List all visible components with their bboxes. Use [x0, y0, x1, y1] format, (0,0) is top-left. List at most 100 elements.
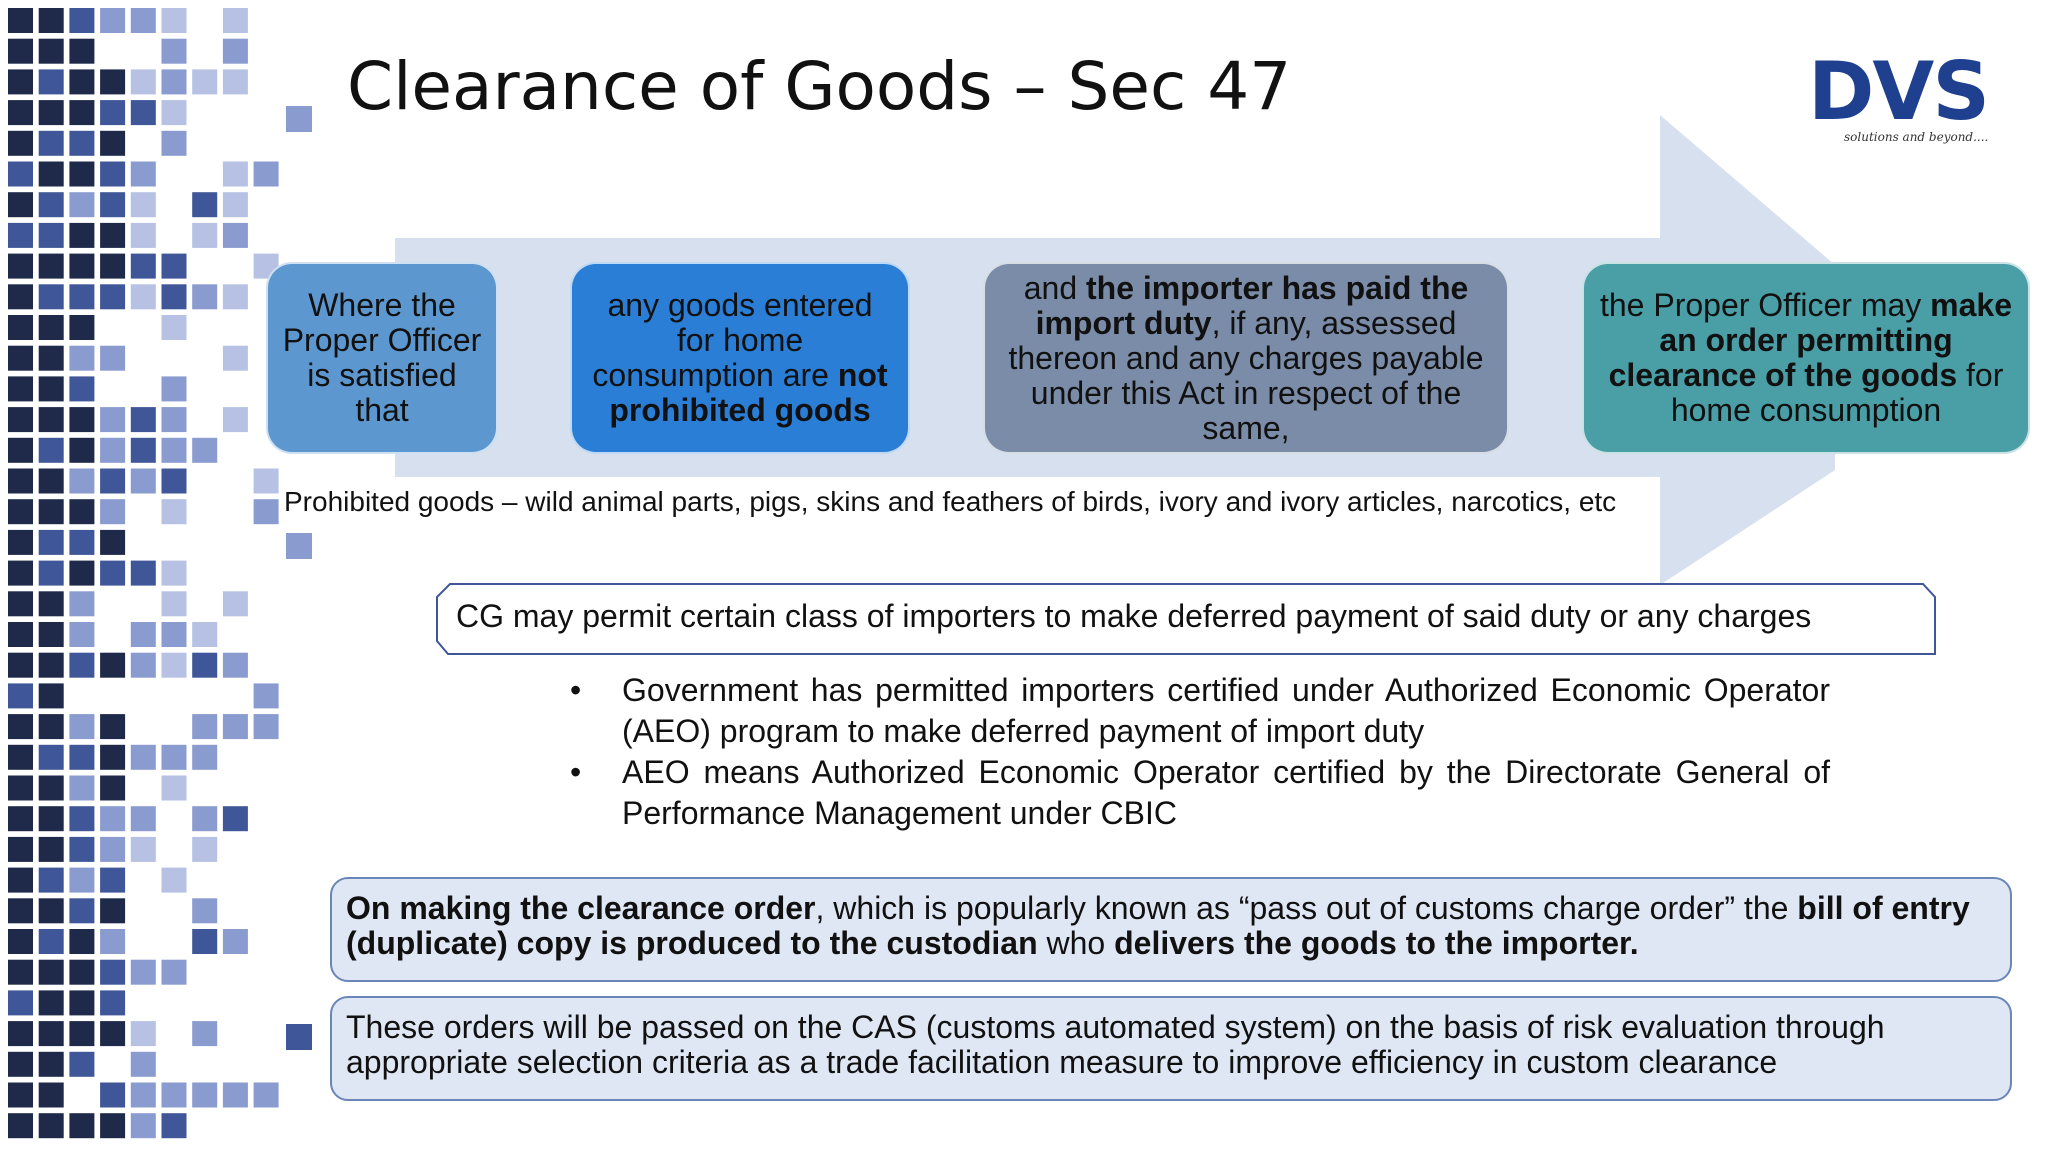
mosaic-square: [8, 929, 33, 954]
mosaic-square: [253, 161, 279, 187]
mosaic-square: [161, 775, 187, 801]
bullet-item-aeo-permitted: • Government has permitted importers cer…: [570, 670, 1830, 752]
mosaic-square: [38, 69, 64, 95]
mosaic-square: [161, 560, 187, 586]
mosaic-square: [8, 959, 33, 985]
mosaic-square: [100, 407, 126, 433]
mosaic-square: [130, 468, 156, 494]
mosaic-square: [100, 560, 126, 586]
mosaic-square: [38, 1051, 64, 1077]
mosaic-square: [222, 38, 248, 64]
mosaic-square: [69, 100, 95, 126]
mosaic-square: [38, 315, 64, 340]
mosaic-square: [8, 69, 33, 95]
mosaic-square: [100, 284, 126, 310]
flow-step-duty-post: , if any, assessed thereon and any charg…: [1008, 304, 1484, 446]
mosaic-square: [38, 652, 64, 678]
mosaic-square: [69, 8, 95, 33]
mosaic-square: [253, 683, 279, 709]
bullet-text: Government has permitted importers certi…: [622, 672, 1830, 749]
mosaic-square: [100, 990, 126, 1016]
bullet-item-aeo-definition: • AEO means Authorized Economic Operator…: [570, 752, 1830, 834]
cg-box-outline: [436, 583, 1936, 655]
logo-tagline: solutions and beyond....: [1844, 130, 1989, 144]
flow-step-duty: and the importer has paid the import dut…: [983, 262, 1509, 454]
mosaic-square: [100, 1113, 126, 1139]
mosaic-square: [8, 345, 33, 371]
flow-step-condition-text: Where the Proper Officer is satisfied th…: [282, 287, 482, 428]
mosaic-square: [161, 253, 187, 279]
mosaic-square: [38, 529, 64, 555]
mosaic-square: [8, 622, 33, 647]
mosaic-square: [69, 929, 95, 954]
mosaic-square: [38, 130, 64, 156]
mosaic-square: [8, 222, 33, 248]
flow-step-duty-text: and the importer has paid the import dut…: [999, 270, 1493, 446]
mosaic-square: [161, 100, 187, 126]
mosaic-square: [130, 192, 156, 218]
accent-square-top: [286, 106, 312, 132]
mosaic-square: [100, 130, 126, 156]
mosaic-square: [38, 591, 64, 617]
mosaic-square: [69, 529, 95, 555]
mosaic-square: [100, 959, 126, 985]
mosaic-square: [161, 468, 187, 494]
mosaic-square: [100, 744, 126, 770]
mosaic-square: [69, 775, 95, 801]
mosaic-square: [100, 714, 126, 740]
mosaic-square: [130, 407, 156, 433]
mosaic-square: [222, 806, 248, 832]
mosaic-square: [222, 407, 248, 433]
mosaic-square: [38, 38, 64, 64]
mosaic-square: [100, 345, 126, 371]
mosaic-square: [161, 8, 187, 33]
mosaic-square: [69, 622, 95, 647]
mosaic-square: [8, 1021, 33, 1047]
mosaic-square: [38, 806, 64, 832]
mosaic-square: [161, 867, 187, 893]
mosaic-square: [38, 683, 64, 709]
clearance-note-bold-1: On making the clearance order: [346, 890, 816, 926]
mosaic-square: [69, 284, 95, 310]
mosaic-square: [38, 345, 64, 371]
mosaic-square: [8, 806, 33, 832]
mosaic-square: [161, 407, 187, 433]
mosaic-square: [161, 437, 187, 463]
mosaic-square: [38, 898, 64, 924]
mosaic-square: [130, 161, 156, 187]
mosaic-square: [100, 806, 126, 832]
mosaic-square: [69, 437, 95, 463]
mosaic-square: [38, 253, 64, 279]
mosaic-square: [222, 69, 248, 95]
mosaic-square: [8, 744, 33, 770]
mosaic-square: [222, 8, 248, 33]
mosaic-square: [69, 1051, 95, 1077]
mosaic-square: [192, 652, 218, 678]
mosaic-square: [100, 652, 126, 678]
mosaic-square: [69, 253, 95, 279]
mosaic-square: [69, 898, 95, 924]
mosaic-square: [38, 499, 64, 525]
mosaic-square: [100, 529, 126, 555]
mosaic-square: [100, 898, 126, 924]
mosaic-square: [130, 1113, 156, 1139]
mosaic-square: [38, 1082, 64, 1108]
mosaic-square: [100, 867, 126, 893]
mosaic-square: [130, 652, 156, 678]
mosaic-square: [8, 867, 33, 893]
mosaic-square: [69, 990, 95, 1016]
mosaic-square: [8, 560, 33, 586]
clearance-order-note: On making the clearance order, which is …: [330, 877, 2012, 982]
mosaic-square: [38, 376, 64, 402]
accent-square-mid: [286, 533, 312, 559]
mosaic-square: [161, 315, 187, 340]
mosaic-square: [130, 100, 156, 126]
prohibited-goods-note: Prohibited goods – wild animal parts, pi…: [284, 486, 1617, 517]
mosaic-square: [38, 560, 64, 586]
flow-step-goods: any goods entered for home consumption a…: [570, 262, 910, 454]
mosaic-square: [161, 499, 187, 525]
mosaic-square: [100, 100, 126, 126]
mosaic-square: [8, 714, 33, 740]
mosaic-square: [38, 284, 64, 310]
mosaic-square: [69, 1113, 95, 1139]
